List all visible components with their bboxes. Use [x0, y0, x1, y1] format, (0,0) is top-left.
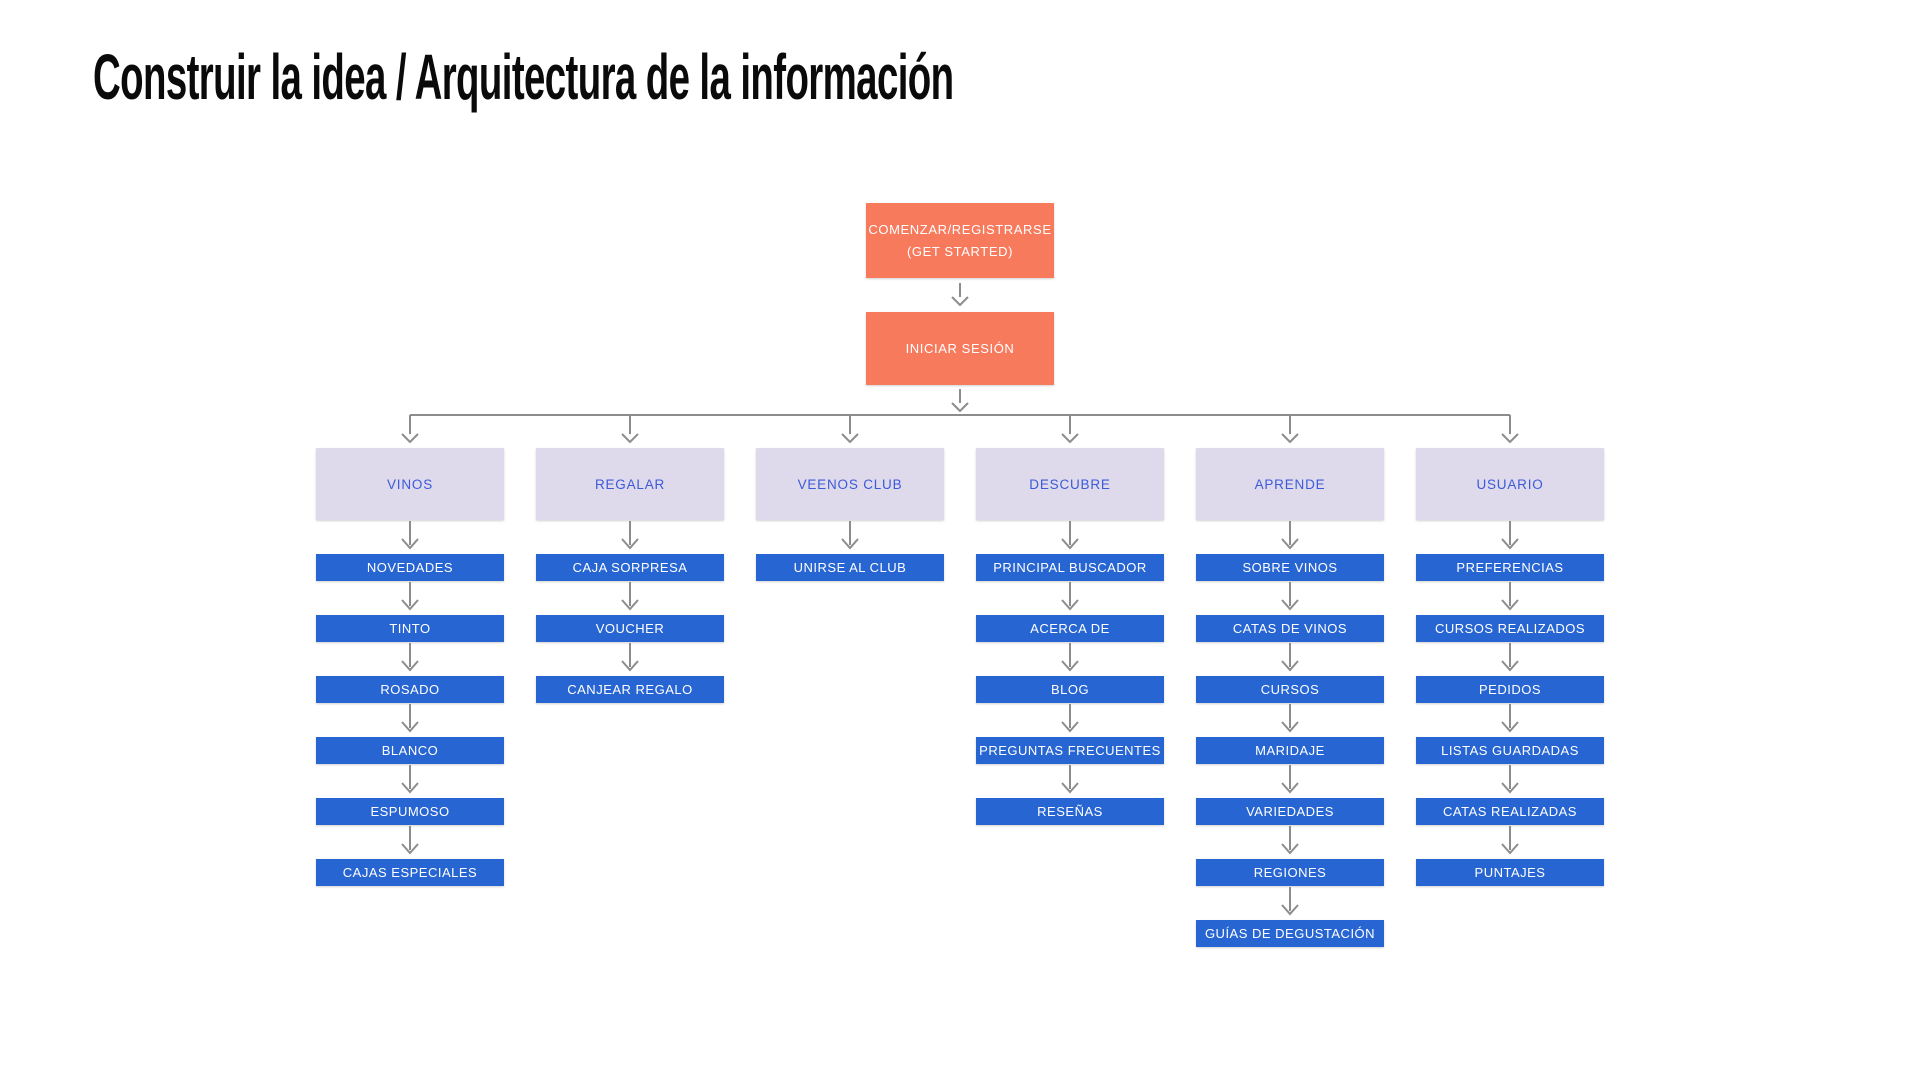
down-arrow-icon [1501, 826, 1519, 855]
node-vinos: VINOS [316, 448, 504, 520]
down-arrow-icon [621, 582, 639, 611]
node-cursos-realizados: CURSOS REALIZADOS [1416, 615, 1604, 642]
down-arrow-icon [401, 765, 419, 794]
node-principal-buscador: PRINCIPAL BUSCADOR [976, 554, 1164, 581]
node-puntajes: PUNTAJES [1416, 859, 1604, 886]
node-preferencias: PREFERENCIAS [1416, 554, 1604, 581]
down-arrow-icon [401, 643, 419, 672]
down-arrow-icon [1281, 765, 1299, 794]
node-iniciar-sesion: INICIAR SESIÓN [866, 312, 1054, 385]
node-label: INICIAR SESIÓN [905, 340, 1015, 356]
down-arrow-icon [1281, 826, 1299, 855]
node-veenos-club: VEENOS CLUB [756, 448, 944, 520]
column-descubre: DESCUBRE PRINCIPAL BUSCADOR ACERCA DE BLOG P… [976, 448, 1164, 825]
node-cajas-especiales: CAJAS ESPECIALES [316, 859, 504, 886]
node-preguntas-frecuentes: PREGUNTAS FRECUENTES [976, 737, 1164, 764]
down-arrow-icon [1281, 643, 1299, 672]
down-arrow-icon [841, 521, 859, 550]
node-sobre-vinos: SOBRE VINOS [1196, 554, 1384, 581]
sitemap-columns: VINOS NOVEDADES TINTO ROSADO BLANCO ESPUMOSO C… [316, 448, 1604, 947]
down-arrow-icon [1061, 765, 1079, 794]
down-arrow-icon [401, 826, 419, 855]
node-acerca-de: ACERCA DE [976, 615, 1164, 642]
node-aprende: APRENDE [1196, 448, 1384, 520]
column-usuario: USUARIO PREFERENCIAS CURSOS REALIZADOS PEDI… [1416, 448, 1604, 886]
node-blog: BLOG [976, 676, 1164, 703]
down-arrow-icon [1281, 704, 1299, 733]
node-voucher: VOUCHER [536, 615, 724, 642]
column-regalar: REGALAR CAJA SORPRESA VOUCHER CANJEAR REGAL… [536, 448, 724, 703]
node-catas-de-vinos: CATAS DE VINOS [1196, 615, 1384, 642]
down-arrow-icon [1281, 521, 1299, 550]
node-caja-sorpresa: CAJA SORPRESA [536, 554, 724, 581]
node-listas-guardadas: LISTAS GUARDADAS [1416, 737, 1604, 764]
node-rosado: ROSADO [316, 676, 504, 703]
down-arrow-icon [1061, 582, 1079, 611]
down-arrow-icon [621, 643, 639, 672]
node-pedidos: PEDIDOS [1416, 676, 1604, 703]
node-descubre: DESCUBRE [976, 448, 1164, 520]
column-aprende: APRENDE SOBRE VINOS CATAS DE VINOS CURSOS MA… [1196, 448, 1384, 947]
down-arrow-icon [1061, 521, 1079, 550]
node-label: COMENZAR/REGISTRARSE [868, 222, 1052, 238]
down-arrow-icon [621, 521, 639, 550]
down-arrow-icon [1501, 521, 1519, 550]
node-espumoso: ESPUMOSO [316, 798, 504, 825]
node-regalar: REGALAR [536, 448, 724, 520]
node-maridaje: MARIDAJE [1196, 737, 1384, 764]
down-arrow-icon [1281, 887, 1299, 916]
column-veenos-club: VEENOS CLUB UNIRSE AL CLUB [756, 448, 944, 581]
down-arrow-icon [1061, 643, 1079, 672]
down-arrow-icon [1501, 765, 1519, 794]
down-arrow-icon [401, 704, 419, 733]
node-catas-realizadas: CATAS REALIZADAS [1416, 798, 1604, 825]
down-arrow-icon [401, 582, 419, 611]
node-guias-de-degustacion: GUÍAS DE DEGUSTACIÓN [1196, 920, 1384, 947]
node-variedades: VARIEDADES [1196, 798, 1384, 825]
node-canjear-regalo: CANJEAR REGALO [536, 676, 724, 703]
node-novedades: NOVEDADES [316, 554, 504, 581]
node-comenzar-registrarse: COMENZAR/REGISTRARSE (GET STARTED) [866, 203, 1054, 278]
node-label: (GET STARTED) [906, 243, 1014, 259]
down-arrow-icon [401, 521, 419, 550]
node-unirse-al-club: UNIRSE AL CLUB [756, 554, 944, 581]
node-regiones: REGIONES [1196, 859, 1384, 886]
down-arrow-icon [1281, 582, 1299, 611]
node-resenas: RESEÑAS [976, 798, 1164, 825]
down-arrow-icon [1061, 704, 1079, 733]
page-title: Construir la idea / Arquitectura de la i… [93, 41, 954, 113]
column-vinos: VINOS NOVEDADES TINTO ROSADO BLANCO ESPUMOSO C… [316, 448, 504, 886]
node-blanco: BLANCO [316, 737, 504, 764]
node-cursos: CURSOS [1196, 676, 1384, 703]
down-arrow-icon [1501, 704, 1519, 733]
node-tinto: TINTO [316, 615, 504, 642]
node-usuario: USUARIO [1416, 448, 1604, 520]
down-arrow-icon [1501, 582, 1519, 611]
down-arrow-icon [1501, 643, 1519, 672]
